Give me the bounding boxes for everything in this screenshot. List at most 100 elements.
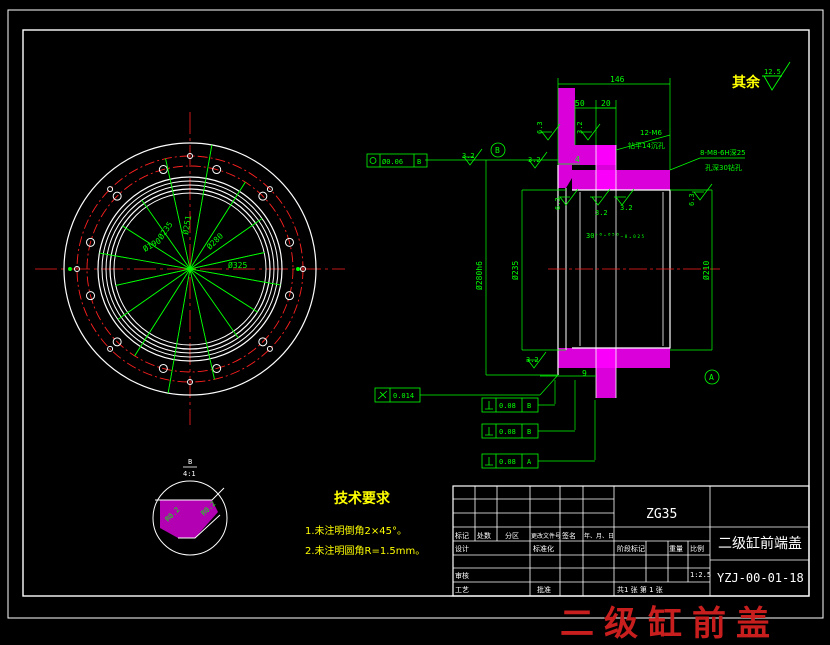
- flatness-value: Ø0.06: [382, 158, 403, 166]
- dim-d235: Ø235: [510, 261, 520, 280]
- dim-146: 146: [610, 75, 625, 84]
- dim-d280h6: Ø280h6: [474, 261, 484, 290]
- roughness-symbol: [527, 151, 548, 169]
- roughness-symbol: [580, 123, 601, 141]
- roughness-2: 3.2: [528, 156, 541, 164]
- bolt-hole: [258, 191, 268, 201]
- hole-note-4: 孔深30钻孔: [705, 163, 742, 172]
- bolt-hole: [112, 191, 122, 201]
- tb-approve: 批准: [537, 585, 551, 594]
- threaded-hole: [107, 186, 114, 193]
- detail-label: B: [188, 458, 192, 466]
- hole-note-2: 钻平14沉孔: [628, 141, 665, 150]
- title-block-text: ZG35 二级缸前端盖 YZJ-00-01-18 1:2.5 标记 处数 分区 …: [455, 507, 804, 594]
- bolt-hole: [212, 363, 222, 373]
- dim-50: 50: [575, 99, 585, 108]
- roughness-7: 6.3: [688, 193, 696, 206]
- bolt-hole: [86, 237, 96, 247]
- roughness-symbol: [540, 123, 561, 141]
- outer-frame: [7, 9, 824, 619]
- threaded-hole: [74, 266, 80, 272]
- tb-design: 设计: [455, 544, 469, 553]
- roughness-5: 6.3: [536, 121, 544, 134]
- roughness-6: 3.2: [576, 121, 584, 134]
- bolt-hole: [258, 337, 268, 347]
- roughness-1: 3.2: [462, 152, 475, 160]
- perp-2-value: 0.08: [499, 428, 516, 436]
- dim-front-d3: Ø251: [180, 214, 193, 235]
- tb-label-count: 处数: [477, 531, 491, 540]
- perp-3-datum: A: [527, 458, 532, 466]
- threaded-hole: [187, 379, 193, 385]
- tb-scale: 1:2.5: [690, 571, 711, 579]
- threaded-hole: [266, 345, 273, 352]
- roughness-4: 3.2: [620, 204, 633, 212]
- roughness-symbol: [558, 188, 579, 206]
- section-view: B A 146 50 20 4 9 12-M6 钻平14沉孔 8-M8-6H深2…: [366, 61, 791, 469]
- threaded-hole: [187, 153, 193, 159]
- tb-label-file: 更改文件号: [531, 532, 561, 540]
- tb-scale-header: 比例: [690, 544, 704, 553]
- tb-process: 工艺: [455, 586, 469, 594]
- bolt-hole: [158, 165, 168, 175]
- bolt-hole: [86, 291, 96, 301]
- tb-sheets: 共1 张 第 1 张: [617, 585, 663, 594]
- dim-20: 20: [601, 99, 611, 108]
- tech-req-title: 技术要求: [334, 490, 391, 507]
- tb-label-mark: 标记: [455, 531, 469, 540]
- title-block: [452, 485, 810, 597]
- tb-label-date: 年、月、日: [584, 532, 614, 540]
- tb-weight: 重量: [669, 545, 683, 553]
- bolt-hole: [284, 237, 294, 247]
- roughness-8: 3.2: [526, 356, 539, 364]
- tb-check: 审核: [455, 571, 469, 580]
- datum-b-marker: B: [495, 146, 500, 155]
- dim-d210: Ø210: [701, 261, 711, 280]
- tb-standardize: 标准化: [533, 544, 554, 553]
- roughness-3: 3.2: [595, 209, 608, 217]
- dimension-ray: [115, 252, 265, 286]
- roughness-symbol: [614, 188, 635, 206]
- dim-9: 9: [582, 369, 587, 378]
- perp-1-value: 0.08: [499, 402, 516, 410]
- runout-value: 0.014: [393, 392, 414, 400]
- roughness-symbol: [590, 188, 611, 206]
- remaining-value: 12.5: [764, 68, 781, 76]
- tb-drawing-no: YZJ-00-01-18: [717, 571, 804, 585]
- technical-requirements: 技术要求 1.未注明倒角2×45°。 2.未注明圆角R=1.5mm。: [305, 490, 425, 557]
- threaded-hole: [107, 345, 114, 352]
- bolt-hole: [158, 363, 168, 373]
- dim-4: 4: [575, 155, 580, 164]
- roughness-9: 6.3: [554, 197, 562, 210]
- watermark-text: 二级缸前盖: [560, 604, 780, 644]
- roughness-symbol: [692, 183, 713, 201]
- datum-a-marker: A: [709, 373, 714, 382]
- perp-2-datum: B: [527, 428, 531, 436]
- flatness-datum: B: [417, 158, 421, 166]
- threaded-hole: [266, 186, 273, 193]
- perp-1-datum: B: [527, 402, 531, 410]
- tb-label-sign: 签名: [562, 531, 576, 540]
- hole-note-3: 8-M8-6H深25: [700, 148, 746, 157]
- tb-part-name: 二级缸前端盖: [718, 535, 802, 552]
- dim-front-d5: Ø325: [228, 260, 247, 270]
- bolt-hole: [112, 337, 122, 347]
- tb-label-zone: 分区: [505, 531, 519, 540]
- hole-note-1: 12-M6: [640, 129, 662, 137]
- remaining-label: 其余: [732, 74, 761, 91]
- tech-req-line-1: 1.未注明倒角2×45°。: [305, 524, 407, 537]
- tb-material: ZG35: [646, 507, 677, 522]
- detail-scale: 4:1: [183, 470, 196, 478]
- tech-req-line-2: 2.未注明圆角R=1.5mm。: [305, 544, 425, 557]
- dim-front-d2: Ø235: [155, 219, 174, 241]
- threaded-hole: [300, 266, 306, 272]
- bolt-hole: [212, 165, 222, 175]
- detail-view: B 4:1 R0.2 R0.2: [152, 458, 228, 556]
- perp-3-value: 0.08: [499, 458, 516, 466]
- tb-stage: 阶段标记: [617, 544, 645, 553]
- bolt-hole: [284, 291, 294, 301]
- roughness-symbol: [526, 351, 547, 369]
- bore-tolerance: 30⁺⁰·⁰⁵⁰₋₀.₀₂₅: [586, 232, 645, 240]
- front-view: Ø190 Ø235 Ø251 Ø280 Ø325: [35, 112, 345, 425]
